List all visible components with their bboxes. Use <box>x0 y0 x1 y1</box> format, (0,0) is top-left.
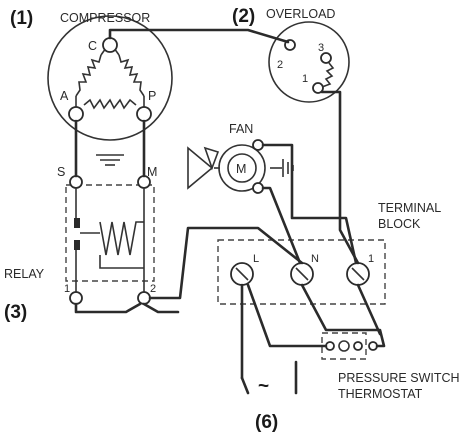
relay-contact-upper <box>74 218 80 228</box>
wire-terminal-1-to-switch <box>356 283 382 336</box>
wire-fan-to-terminal-1 <box>261 143 358 265</box>
pressure-switch-terminal-right[interactable] <box>353 341 363 351</box>
fan-motor-label: M <box>236 162 246 176</box>
compressor-run-winding <box>118 54 145 97</box>
compressor: C A P <box>47 15 173 166</box>
terminal-l-screw <box>235 267 249 281</box>
supply-number: (6) <box>255 412 278 433</box>
relay-number: (3) <box>4 302 27 323</box>
wire-relay-1-bus <box>74 302 142 314</box>
relay-pin-1-label: 1 <box>64 283 70 295</box>
relay-terminal-2[interactable] <box>137 291 151 305</box>
fan-label: FAN <box>229 122 253 136</box>
terminal-label: TERMINAL <box>378 201 441 215</box>
fan-terminal-bottom[interactable] <box>252 182 264 194</box>
overload-number: (2) <box>232 6 255 27</box>
overload: 2 3 1 <box>268 21 350 103</box>
compressor-number: (1) <box>10 8 33 29</box>
terminal-block-outline <box>217 239 386 305</box>
thermostat-label: THERMOSTAT <box>338 387 423 401</box>
overload-housing <box>268 21 350 103</box>
supply-symbol: ~ <box>258 376 269 397</box>
compressor-terminal-a[interactable] <box>68 106 84 122</box>
overload-heater <box>321 62 335 88</box>
relay-pin-2-label: 2 <box>150 283 156 295</box>
relay-terminal-s[interactable] <box>69 175 83 189</box>
compressor-pin-c-label: C <box>88 39 97 53</box>
terminal-block: L N 1 <box>217 239 386 305</box>
terminal-1-screw <box>351 267 365 281</box>
ground-icon <box>96 154 124 166</box>
fan-blade-upper <box>203 146 220 171</box>
relay-outline <box>65 184 155 282</box>
relay-coil-bottom-lead <box>99 255 144 269</box>
compressor-terminal-p[interactable] <box>136 106 152 122</box>
wire-fan-to-terminal-n <box>261 186 302 265</box>
overload-terminal-1[interactable] <box>312 82 324 94</box>
pressure-switch-contact <box>338 340 350 352</box>
wire-overload-to-terminal-1 <box>320 90 360 265</box>
overload-terminal-3[interactable] <box>320 52 332 64</box>
terminal-n-screw <box>295 267 309 281</box>
relay-label: RELAY <box>4 267 45 281</box>
overload-pin-1-label: 1 <box>302 73 308 85</box>
fan-terminal-top[interactable] <box>252 139 264 151</box>
compressor-start-winding <box>75 54 102 97</box>
wires <box>74 28 386 395</box>
compressor-pin-p-label: P <box>148 89 156 103</box>
fan: M <box>187 139 294 194</box>
supply-lead-left <box>240 376 250 395</box>
fan-blade-icon <box>187 146 214 190</box>
overload-label: OVERLOAD <box>266 7 335 21</box>
fan-ground-icon <box>270 159 294 177</box>
wire-compressor-c-to-overload <box>108 28 290 44</box>
wire-terminal-n-to-supply <box>300 283 386 348</box>
fan-motor-rotor <box>227 153 257 183</box>
pressure-switch-outline <box>321 332 367 360</box>
relay-pin-m-label: M <box>147 165 157 179</box>
pressure-switch-label: PRESSURE SWITCH <box>338 371 460 385</box>
terminal-pin-l-label: L <box>253 253 259 265</box>
overload-pin-2-label: 2 <box>277 59 283 71</box>
wire-relay-to-terminal-n <box>148 226 304 300</box>
relay-coil <box>99 221 140 256</box>
compressor-label: COMPRESSOR <box>60 11 150 25</box>
wire-relay-2-bus <box>142 302 180 314</box>
relay-pin-s-label: S <box>57 165 65 179</box>
compressor-terminal-c[interactable] <box>102 37 118 53</box>
terminal-pin-n-label: N <box>311 253 319 265</box>
compressor-housing <box>47 15 173 141</box>
relay-contact-lower <box>74 240 80 250</box>
wire-terminal-l-to-switch <box>246 283 328 348</box>
overload-pin-3-label: 3 <box>318 42 324 54</box>
terminal-pin-1-label: 1 <box>368 253 374 265</box>
block-label: BLOCK <box>378 217 421 231</box>
compressor-aux-winding <box>83 98 137 110</box>
relay: S M 1 2 <box>57 165 157 305</box>
pressure-switch <box>321 332 378 360</box>
relay-terminal-1[interactable] <box>69 291 83 305</box>
compressor-pin-a-label: A <box>60 89 69 103</box>
